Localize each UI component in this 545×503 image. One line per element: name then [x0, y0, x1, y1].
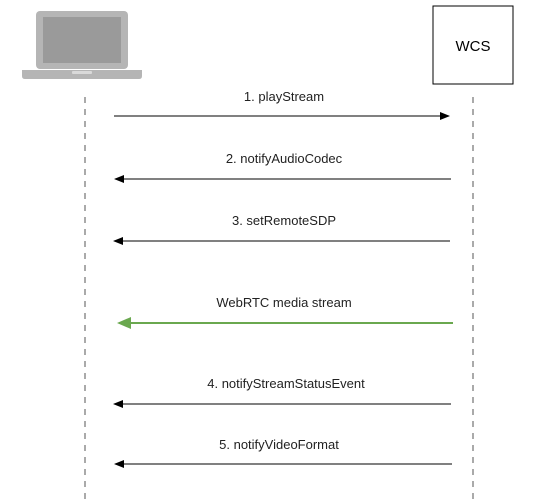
- message-label: WebRTC media stream: [216, 295, 351, 310]
- wcs-server-label: WCS: [456, 38, 491, 55]
- message-media-stream: WebRTC media stream: [117, 295, 453, 329]
- wcs-server-rect: [432, 5, 514, 85]
- laptop-icon: [22, 11, 142, 79]
- message-3: 3. setRemoteSDP: [113, 213, 450, 245]
- laptop-screen: [43, 17, 121, 63]
- message-label: 5. notifyVideoFormat: [219, 437, 339, 452]
- message-label: 4. notifyStreamStatusEvent: [207, 376, 365, 391]
- laptop-base: [22, 70, 142, 79]
- message-2: 2. notifyAudioCodec: [114, 151, 451, 183]
- laptop-base-notch: [72, 71, 92, 74]
- message-label: 3. setRemoteSDP: [232, 213, 336, 228]
- message-4: 4. notifyStreamStatusEvent: [113, 376, 451, 408]
- message-label: 1. playStream: [244, 89, 324, 104]
- wcs-server-box: WCS: [432, 5, 514, 85]
- message-label: 2. notifyAudioCodec: [226, 151, 343, 166]
- message-5: 5. notifyVideoFormat: [114, 437, 452, 468]
- message-1: 1. playStream: [114, 89, 450, 120]
